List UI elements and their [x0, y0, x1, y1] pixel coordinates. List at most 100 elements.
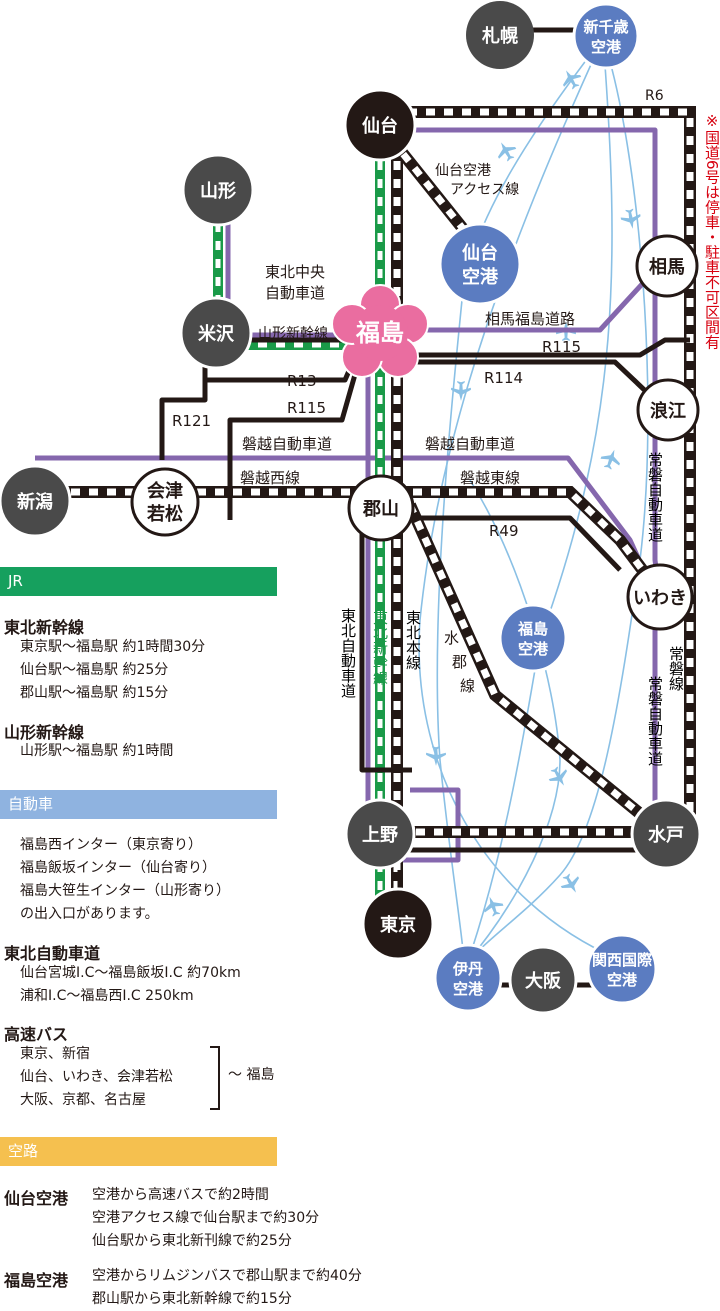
bus-destination: ～ 福島 — [228, 1067, 275, 1083]
jr-time-sendai: 仙台駅～福島駅 約25分 — [20, 662, 169, 678]
station-namie: 浪江 — [636, 378, 700, 442]
station-yonezawa-label: 米沢 — [198, 323, 235, 345]
line-label-banetsu-east: 磐越東線 — [460, 469, 520, 487]
jr-section-header: JR — [0, 567, 277, 596]
jr-yamagata-shinkansen-heading: 山形新幹線 — [4, 723, 85, 742]
line-label-r115-west: R115 — [287, 399, 326, 417]
station-yamagata: 山形 — [181, 153, 255, 227]
airport-shinchitose-label-2: 空港 — [591, 38, 622, 56]
airport-itami: 伊丹 空港 — [433, 943, 503, 1013]
line-label-r115-east: R115 — [542, 338, 581, 356]
line-label-r13: R13 — [287, 372, 317, 390]
station-sendai-label: 仙台 — [362, 115, 398, 137]
car-interchange-note: の出入口があります。 — [20, 906, 159, 922]
airport-sendai-label-2: 空港 — [462, 266, 499, 288]
station-niigata-label: 新潟 — [17, 491, 53, 513]
airport-fukushima: 福島 空港 — [498, 603, 568, 673]
line-label-r49: R49 — [489, 522, 519, 540]
station-aizuwakamatsu: 会津 若松 — [130, 467, 200, 537]
station-iwaki: いわき — [626, 563, 694, 631]
air-fukushima-limousine: 空港からリムジンバスで郡山駅まで約40分 — [92, 1268, 362, 1284]
bus-origin-tokyo: 東京、新宿 — [20, 1046, 90, 1062]
station-sendai: 仙台 — [343, 88, 417, 162]
air-sendai-shinkansen: 仙台駅から東北新刊線で約25分 — [92, 1233, 292, 1249]
car-interchange-3: 福島大笹生インター（山形寄り） — [20, 883, 230, 899]
airport-shinchitose: 新千歳 空港 — [572, 2, 640, 70]
jr-time-yamagata: 山形駅～福島駅 約1時間 — [20, 743, 174, 759]
airport-kansai: 関西国際 空港 — [586, 933, 658, 1005]
station-ueno: 上野 — [344, 798, 416, 870]
line-label-tohoku-main: 東北本線 — [404, 610, 422, 670]
airport-fukushima-label-1: 福島 — [517, 620, 548, 638]
car-tohoku-exp-heading: 東北自動車道 — [4, 944, 101, 963]
jr-time-koriyama: 郡山駅～福島駅 約15分 — [20, 685, 169, 701]
line-label-banetsu-exp-west: 磐越自動車道 — [242, 435, 332, 453]
line-label-suigun-2: 郡 — [452, 653, 467, 671]
line-label-tohoku-exp: 東北自動車道 — [339, 608, 357, 698]
line-label-joban-line: 常磐線 — [667, 646, 685, 691]
jr-time-tokyo: 東京駅～福島駅 約1時間30分 — [20, 639, 206, 655]
station-soma: 相馬 — [635, 234, 699, 298]
bus-origin-sendai: 仙台、いわき、会津若松 — [20, 1069, 174, 1085]
station-yonezawa: 米沢 — [179, 296, 253, 370]
air-sendai-access: 空港アクセス線で仙台駅まで約30分 — [92, 1210, 320, 1226]
air-sendai-heading: 仙台空港 — [4, 1189, 69, 1208]
line-label-yamagata-shinkansen: 山形新幹線 — [258, 325, 328, 342]
airport-itami-label-1: 伊丹 — [452, 960, 483, 978]
airport-sendai-label-1: 仙台 — [462, 242, 498, 264]
station-yamagata-label: 山形 — [200, 181, 236, 202]
air-fukushima-heading: 福島空港 — [4, 1271, 69, 1290]
car-distance-sendai: 仙台宮城I.C～福島飯坂I.C 約70km — [20, 965, 241, 981]
airport-kansai-label-1: 関西国際 — [592, 951, 653, 969]
station-soma-label: 相馬 — [649, 257, 685, 278]
station-mito-label: 水戸 — [648, 824, 684, 846]
air-section-header: 空路 — [0, 1137, 277, 1166]
line-label-r114: R114 — [484, 369, 523, 387]
station-sapporo: 札幌 — [466, 1, 534, 69]
car-section-header: 自動車 — [0, 790, 277, 819]
line-label-suigun-1: 水 — [444, 629, 459, 647]
line-label-banetsu-exp-east: 磐越自動車道 — [425, 435, 515, 453]
station-tokyo: 東京 — [361, 887, 435, 961]
line-label-r121: R121 — [172, 412, 211, 430]
station-namie-label: 浪江 — [650, 400, 686, 422]
station-niigata: 新潟 — [0, 464, 72, 538]
car-highway-bus-heading: 高速バス — [4, 1025, 69, 1044]
car-distance-urawa: 浦和I.C～福島西I.C 250km — [20, 988, 194, 1004]
station-ueno-label: 上野 — [362, 825, 398, 846]
airport-sendai: 仙台 空港 — [438, 222, 522, 306]
airport-fukushima-label-2: 空港 — [518, 640, 549, 658]
bus-bracket — [210, 1046, 220, 1110]
station-tokyo-label: 東京 — [380, 914, 416, 936]
airport-shinchitose-label-1: 新千歳 — [583, 18, 628, 36]
car-interchange-1: 福島西インター（東京寄り） — [20, 837, 202, 853]
station-aizu-label-1: 会津 — [147, 480, 183, 502]
station-osaka-label: 大阪 — [525, 970, 562, 992]
jr-tohoku-shinkansen-heading: 東北新幹線 — [4, 618, 85, 637]
line-label-joban-exp-north: 常磐自動車道 — [646, 452, 664, 542]
line-label-banetsu-west: 磐越西線 — [240, 469, 300, 487]
station-koriyama-label: 郡山 — [362, 499, 399, 520]
station-iwaki-label: いわき — [633, 588, 687, 609]
line-label-tohoku-shinkansen: 東北新幹線 — [371, 610, 389, 685]
station-osaka: 大阪 — [508, 945, 578, 1015]
station-koriyama: 郡山 — [347, 474, 415, 542]
airport-kansai-label-2: 空港 — [607, 971, 638, 989]
air-sendai-bus: 空港から高速バスで約2時間 — [92, 1187, 269, 1203]
line-label-soma-fukushima: 相馬福島道路 — [485, 310, 575, 328]
station-fukushima-label: 福島 — [355, 319, 404, 347]
station-sapporo-label: 札幌 — [481, 25, 518, 47]
station-aizu-label-2: 若松 — [146, 503, 183, 525]
r6-note: ※国道6号は停車・駐車不可区間有 — [703, 112, 720, 351]
line-label-tohoku-chuo-1: 東北中央 — [265, 263, 325, 281]
line-label-tohoku-chuo-2: 自動車道 — [265, 284, 325, 302]
station-mito: 水戸 — [630, 798, 702, 870]
line-label-joban-exp-south: 常磐自動車道 — [646, 676, 664, 766]
airport-itami-label-2: 空港 — [453, 980, 484, 998]
car-interchange-2: 福島飯坂インター（仙台寄り） — [20, 860, 216, 876]
line-label-r6: R6 — [645, 88, 664, 104]
air-fukushima-shinkansen: 郡山駅から東北新幹線で約15分 — [92, 1291, 292, 1307]
line-label-suigun-3: 線 — [460, 677, 475, 695]
station-fukushima: 福島 — [331, 284, 429, 378]
